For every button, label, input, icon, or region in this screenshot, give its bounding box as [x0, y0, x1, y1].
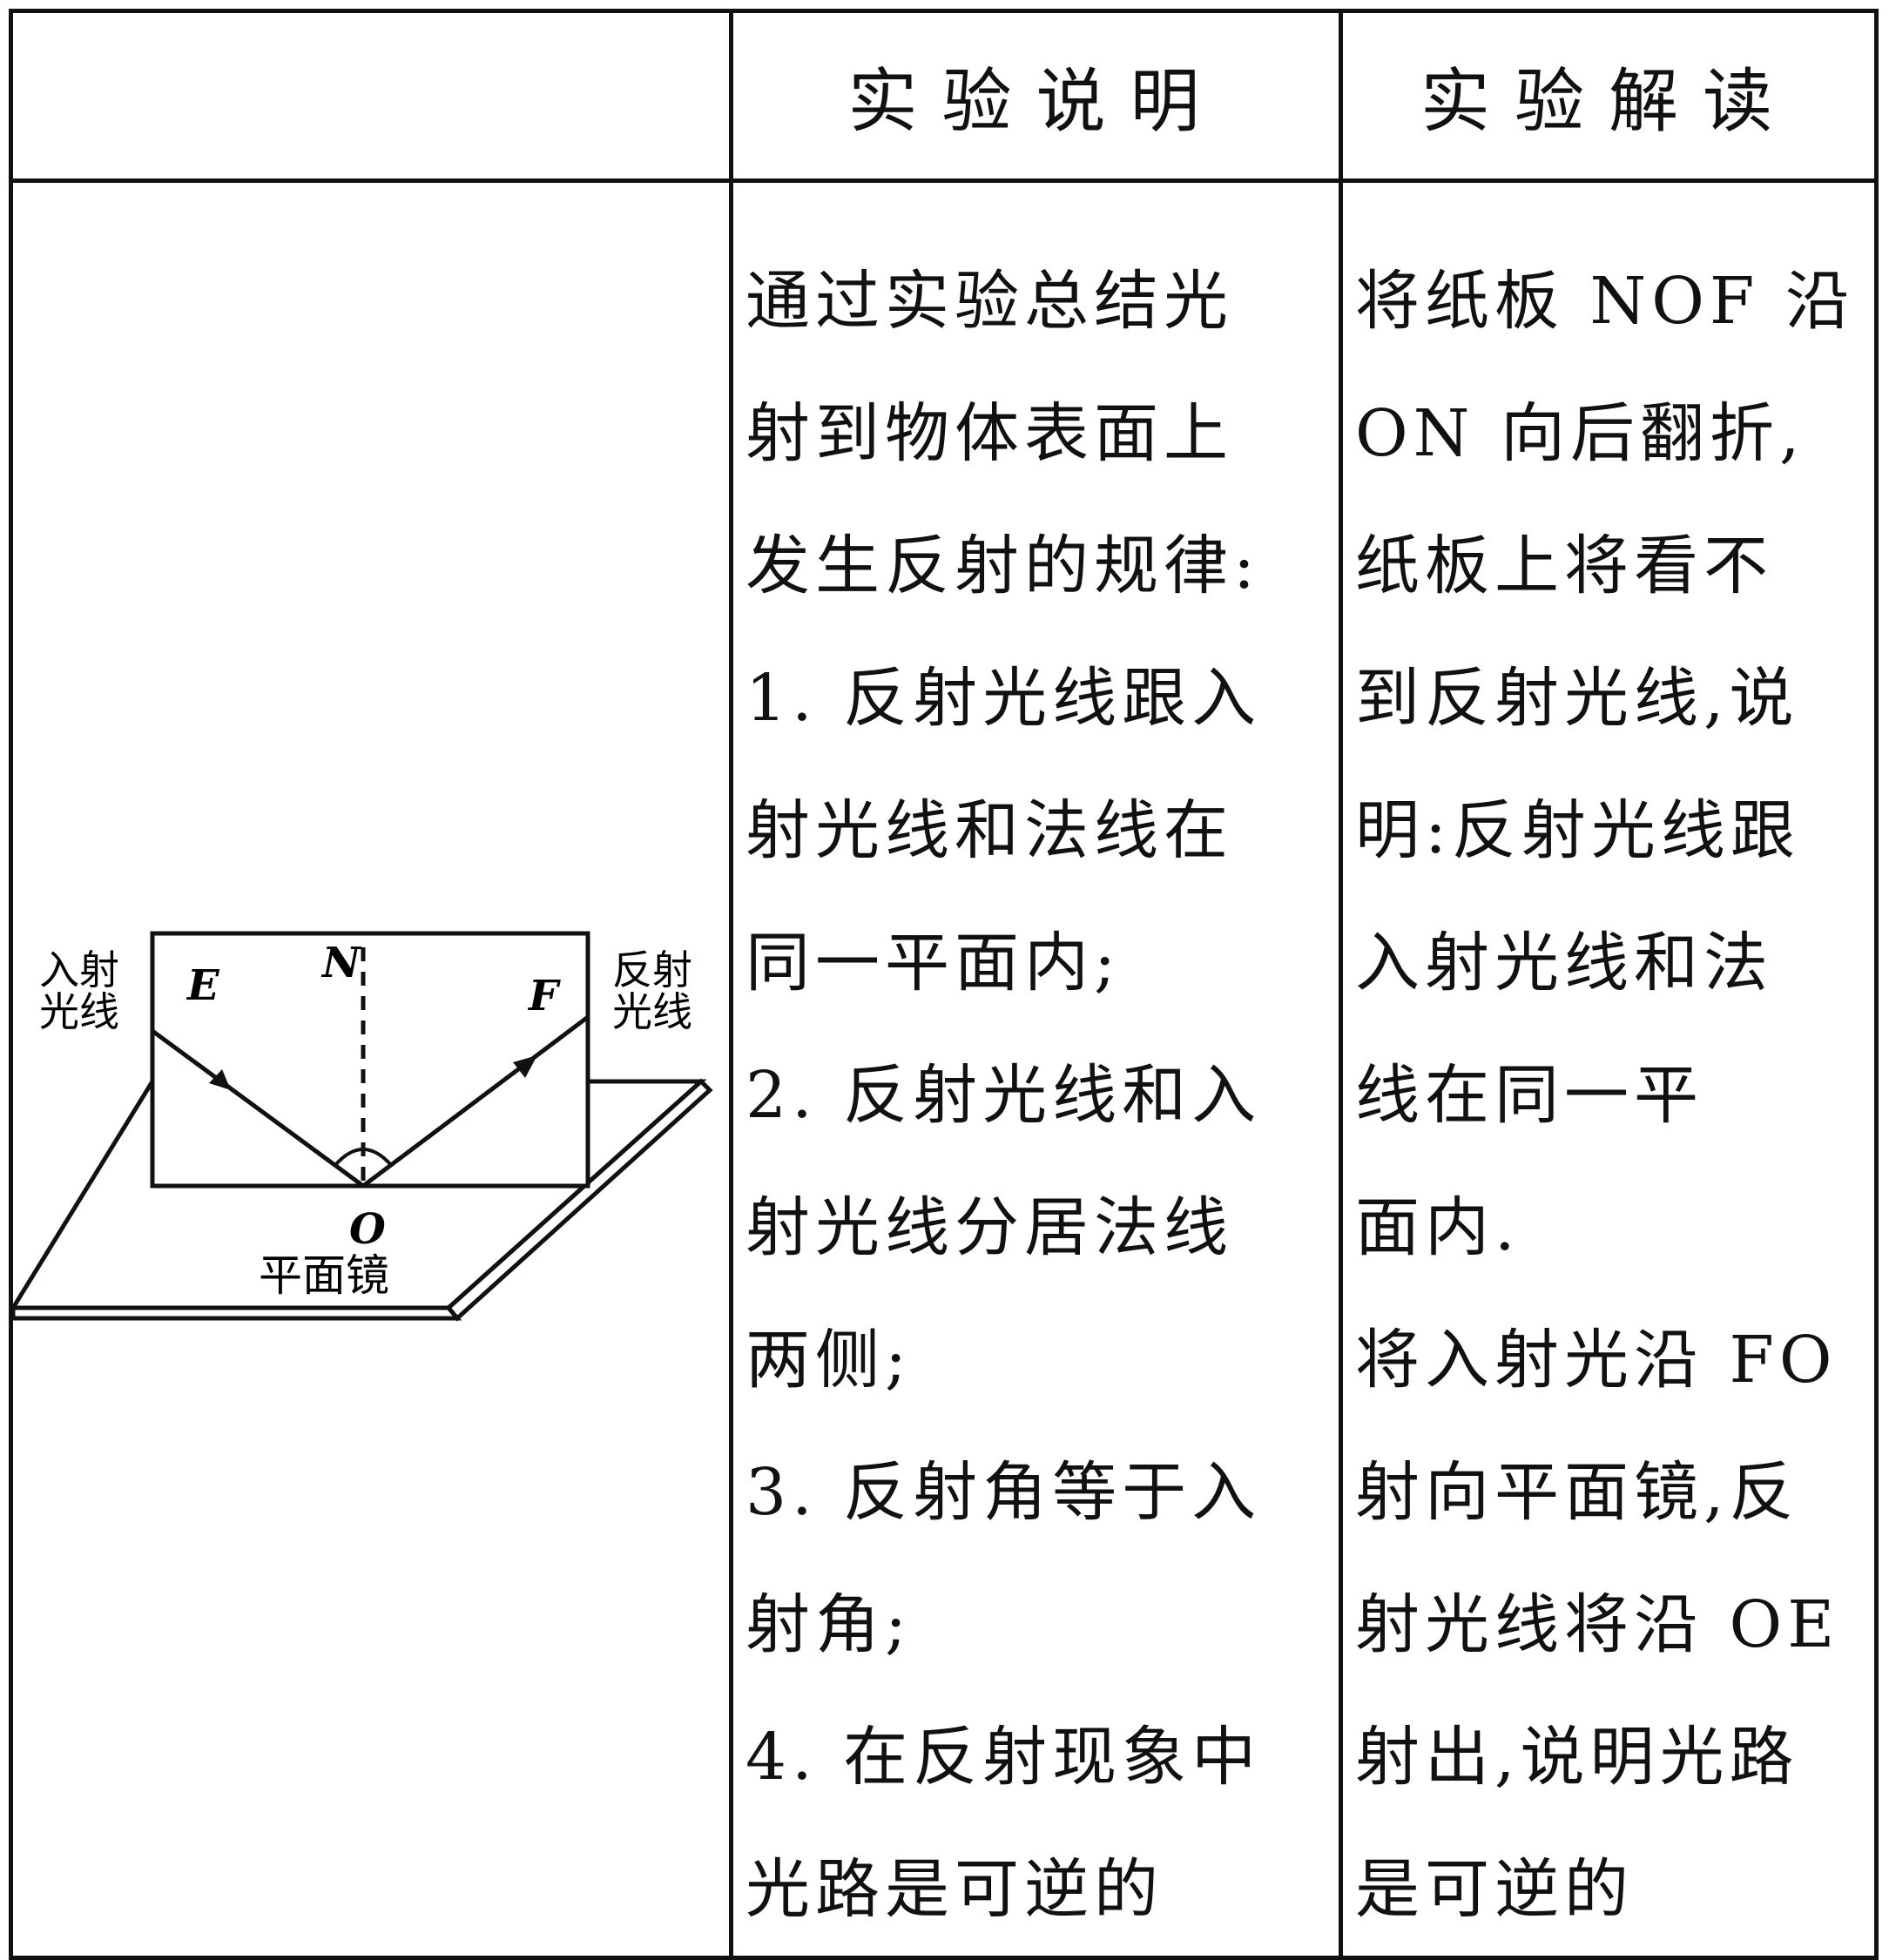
- description-line: 2. 反射光线和入: [745, 1058, 1262, 1133]
- description-line: 同一平面内;: [745, 926, 1121, 1000]
- interpretation-line: 线在同一平: [1355, 1058, 1703, 1133]
- table-body-row: E N F O 入射 光线 反射 光线 平面镜 通过实验总结光 射到物体表面上 …: [9, 178, 1879, 1960]
- interpretation-line: 是可逆的: [1355, 1852, 1634, 1927]
- description-line: 射角;: [745, 1587, 912, 1662]
- description-line: 1. 反射光线跟入: [745, 661, 1262, 736]
- description-line: 射光线分居法线: [745, 1190, 1233, 1265]
- interpretation-line: 射出,说明光路: [1355, 1720, 1799, 1795]
- reflected-ray-label-line2: 光线: [612, 988, 692, 1035]
- incident-ray-label-line1: 入射: [39, 946, 119, 993]
- description-text: 通过实验总结光 射到物体表面上 发生反射的规律: 1. 反射光线跟入 射光线和法…: [733, 183, 1339, 1956]
- interpretation-cell: 将纸板 NOF 沿 ON 向后翻折, 纸板上将看不 到反射光线,说 明:反射光线…: [1339, 178, 1879, 1960]
- document-page: 实验说明 实验解读: [9, 9, 1879, 1960]
- table-header-row: 实验说明 实验解读: [9, 9, 1879, 183]
- interpretation-line: ON 向后翻折,: [1355, 396, 1805, 471]
- diagram-cell: E N F O 入射 光线 反射 光线 平面镜: [9, 178, 733, 1960]
- interpretation-line: 将纸板 NOF 沿: [1355, 264, 1855, 339]
- point-E-label: E: [186, 961, 220, 1010]
- header-cell-description: 实验说明: [729, 9, 1343, 183]
- point-N-label: N: [320, 939, 362, 987]
- description-line: 两侧;: [745, 1323, 912, 1398]
- incident-arrow-icon: [209, 1069, 231, 1090]
- header-interpretation-label: 实验解读: [1420, 61, 1797, 142]
- point-F-label: F: [527, 972, 561, 1020]
- interpretation-line: 明:反射光线跟: [1355, 793, 1800, 868]
- description-line: 射到物体表面上: [745, 396, 1233, 471]
- description-line: 4. 在反射现象中: [745, 1720, 1262, 1795]
- description-line: 通过实验总结光: [745, 264, 1233, 339]
- angle-arc: [334, 1148, 393, 1167]
- mirror-label: 平面镜: [259, 1250, 389, 1301]
- interpretation-line: 入射光线和法: [1355, 926, 1773, 1000]
- experiment-table: 实验说明 实验解读: [9, 9, 1879, 1960]
- description-line: 射光线和法线在: [745, 793, 1233, 868]
- interpretation-line: 将入射光沿 FO: [1355, 1323, 1838, 1398]
- mirror-front-face: [13, 1305, 462, 1321]
- interpretation-line: 纸板上将看不: [1355, 529, 1773, 603]
- header-cell-empty: [9, 9, 733, 183]
- description-line: 光路是可逆的: [745, 1852, 1164, 1927]
- header-cell-interpretation: 实验解读: [1339, 9, 1879, 183]
- incident-ray: [151, 1028, 365, 1189]
- interpretation-line: 射光线将沿 OE: [1355, 1587, 1840, 1662]
- reflection-experiment-diagram: E N F O 入射 光线 反射 光线 平面镜: [13, 931, 713, 1322]
- reflected-ray-label-line1: 反射: [612, 946, 692, 993]
- reflected-arrow-icon: [513, 1055, 537, 1078]
- incident-ray-label-line2: 光线: [39, 988, 119, 1035]
- interpretation-text: 将纸板 NOF 沿 ON 向后翻折, 纸板上将看不 到反射光线,说 明:反射光线…: [1343, 183, 1874, 1956]
- description-line: 发生反射的规律:: [745, 529, 1260, 603]
- paper-board: [150, 931, 590, 1189]
- header-description-label: 实验说明: [847, 61, 1224, 142]
- point-O-label: O: [349, 1205, 386, 1254]
- description-cell: 通过实验总结光 射到物体表面上 发生反射的规律: 1. 反射光线跟入 射光线和法…: [729, 178, 1343, 1960]
- interpretation-line: 到反射光线,说: [1355, 661, 1799, 736]
- interpretation-line: 面内.: [1355, 1190, 1521, 1265]
- description-line: 3. 反射角等于入: [745, 1455, 1262, 1530]
- interpretation-line: 射向平面镜,反: [1355, 1455, 1799, 1530]
- reflected-ray: [361, 1015, 590, 1188]
